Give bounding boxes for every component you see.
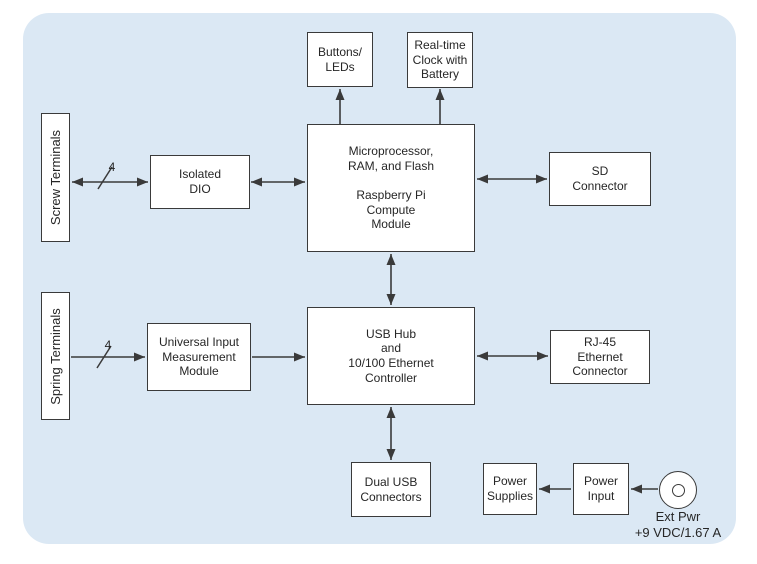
node-universal-input: Universal Input Measurement Module: [147, 323, 251, 391]
node-realtime-clock: Real-time Clock with Battery: [407, 32, 473, 88]
node-realtime-clock-label: Real-time Clock with Battery: [412, 38, 468, 82]
node-rj45-label: RJ-45 Ethernet Connector: [572, 335, 628, 379]
node-screw-terminals-label: Screw Terminals: [48, 129, 63, 226]
node-microprocessor-label: Microprocessor, RAM, and Flash Raspberry…: [347, 144, 435, 232]
ext-power-jack-pin-icon: [671, 483, 685, 497]
node-isolated-dio: Isolated DIO: [150, 155, 250, 209]
ext-power-label: Ext Pwr: [655, 509, 701, 524]
node-rj45: RJ-45 Ethernet Connector: [550, 330, 650, 384]
node-microprocessor: Microprocessor, RAM, and Flash Raspberry…: [307, 124, 475, 252]
node-spring-terminals-label: Spring Terminals: [48, 307, 63, 405]
ext-power-rating: +9 VDC/1.67 A: [634, 525, 722, 540]
node-isolated-dio-label: Isolated DIO: [178, 167, 222, 196]
node-spring-terminals: Spring Terminals: [41, 292, 70, 420]
node-buttons-leds: Buttons/ LEDs: [307, 32, 373, 87]
ext-power-jack-icon: [659, 471, 697, 509]
node-power-input-label: Power Input: [583, 474, 618, 503]
diagram-panel: [23, 13, 736, 544]
node-usb-hub-label: USB Hub and 10/100 Ethernet Controller: [348, 326, 434, 385]
node-buttons-leds-label: Buttons/ LEDs: [317, 44, 363, 74]
node-dual-usb: Dual USB Connectors: [351, 462, 431, 517]
node-universal-input-label: Universal Input Measurement Module: [158, 335, 240, 379]
node-power-supplies: Power Supplies: [483, 463, 537, 515]
node-power-supplies-label: Power Supplies: [486, 474, 534, 503]
node-usb-hub: USB Hub and 10/100 Ethernet Controller: [307, 307, 475, 405]
node-power-input: Power Input: [573, 463, 629, 515]
node-sd-connector-label: SD Connector: [572, 164, 628, 193]
node-sd-connector: SD Connector: [549, 152, 651, 206]
node-dual-usb-label: Dual USB Connectors: [360, 474, 422, 504]
node-screw-terminals: Screw Terminals: [41, 113, 70, 242]
